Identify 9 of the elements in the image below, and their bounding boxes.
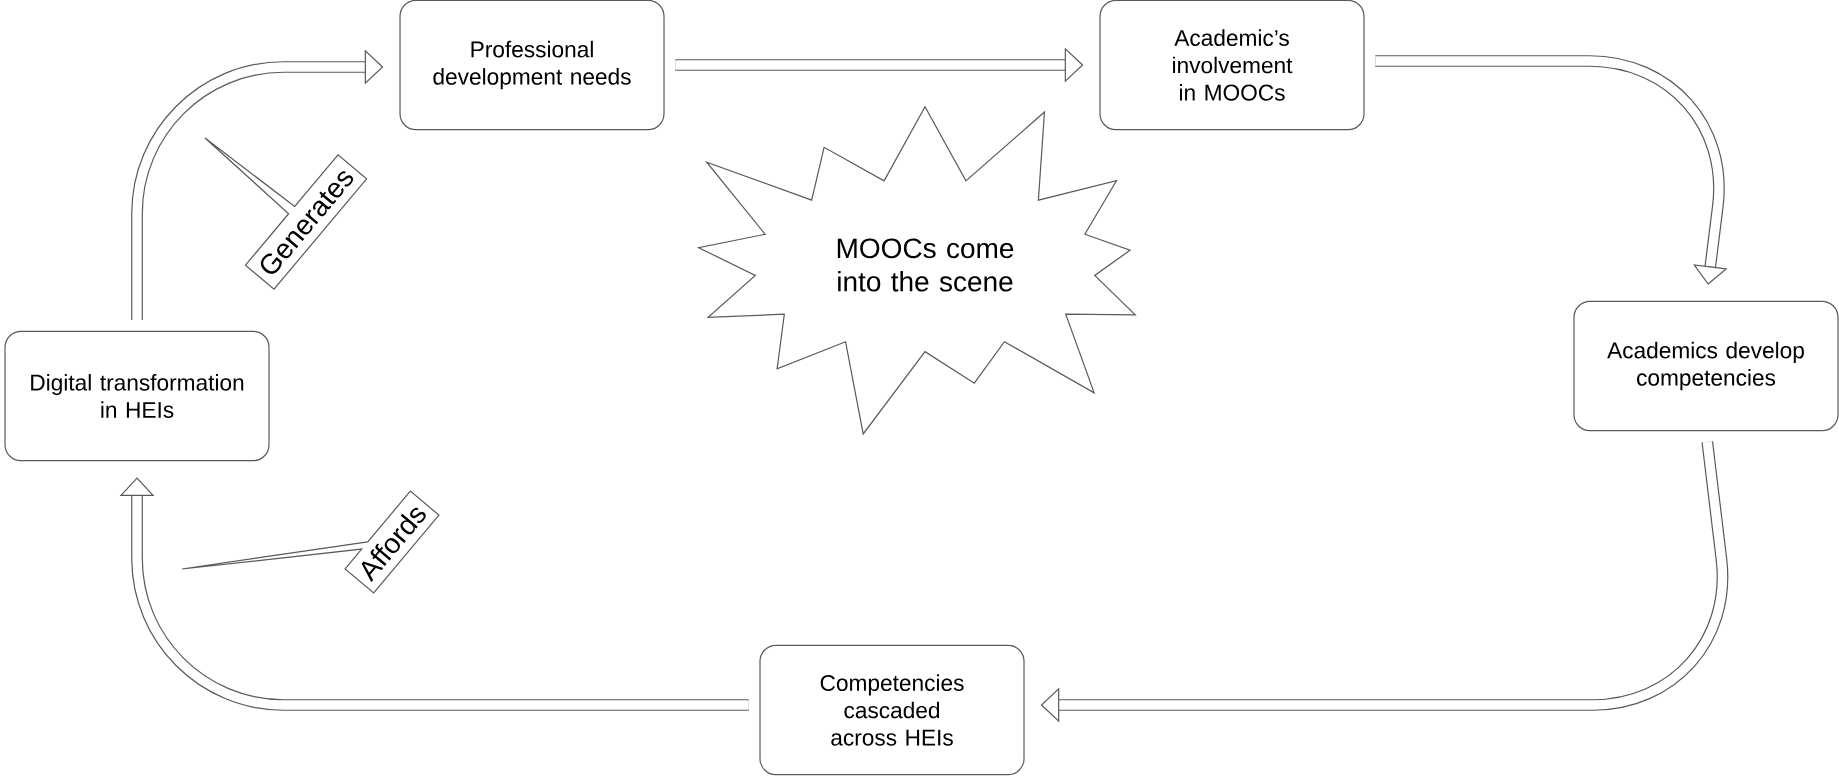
block-arrow xyxy=(119,477,749,711)
process-box: Academic’s involvement in MOOCs xyxy=(1099,0,1365,131)
process-box: Digital transformation in HEIs xyxy=(4,330,270,462)
process-box: Competencies cascaded across HEIs xyxy=(759,644,1025,776)
process-box: Academics develop competencies xyxy=(1573,300,1839,432)
block-arrow xyxy=(1375,55,1728,285)
block-arrow xyxy=(131,49,384,321)
process-box: Professional development needs xyxy=(399,0,665,131)
block-arrow xyxy=(1040,441,1729,723)
